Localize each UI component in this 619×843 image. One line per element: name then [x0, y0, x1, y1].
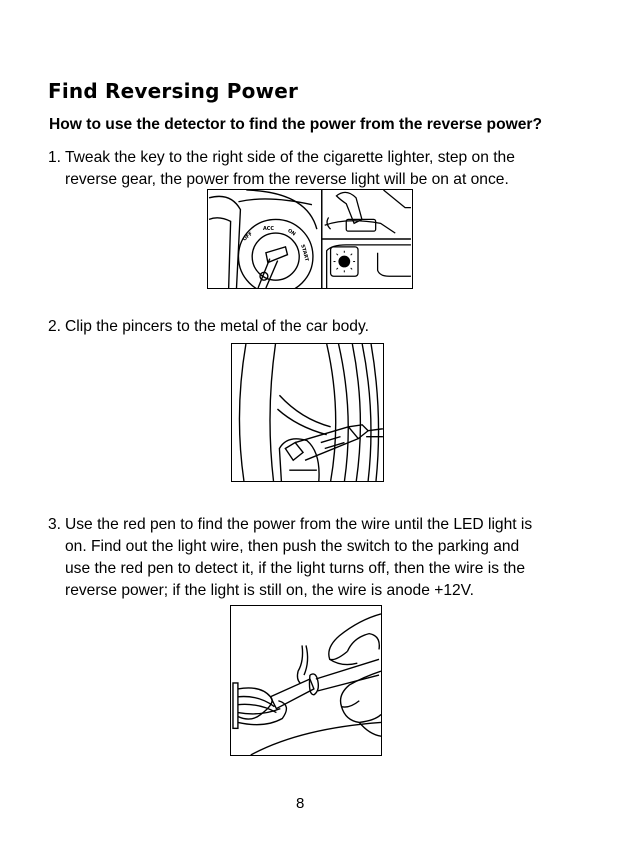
svg-text:OFF: OFF	[242, 231, 254, 243]
step-1-text: 1.Tweak the key to the right side of the…	[48, 149, 515, 188]
page-title: Find Reversing Power	[48, 79, 299, 103]
step-number: 1.	[48, 149, 62, 166]
step-number: 3.	[48, 516, 62, 533]
section-subtitle: How to use the detector to find the powe…	[49, 116, 543, 133]
figure-probe-wire	[230, 605, 382, 756]
probe-wire-illustration	[232, 613, 381, 755]
figure-ignition-and-gear: OFF ACC ON START	[207, 189, 413, 289]
clip-pincer-illustration	[238, 344, 383, 481]
svg-text:START: START	[299, 244, 309, 263]
step-number: 2.	[48, 318, 62, 335]
page-number: 8	[296, 795, 305, 812]
svg-text:ON: ON	[286, 228, 296, 238]
step-2-text: 2.Clip the pincers to the metal of the c…	[48, 316, 608, 338]
svg-text:ACC: ACC	[263, 226, 274, 232]
ignition-gear-illustration: OFF ACC ON START	[208, 190, 411, 288]
step-3-text: 3.Use the red pen to find the power from…	[48, 516, 533, 599]
figure-clip-to-car-body	[231, 343, 384, 482]
